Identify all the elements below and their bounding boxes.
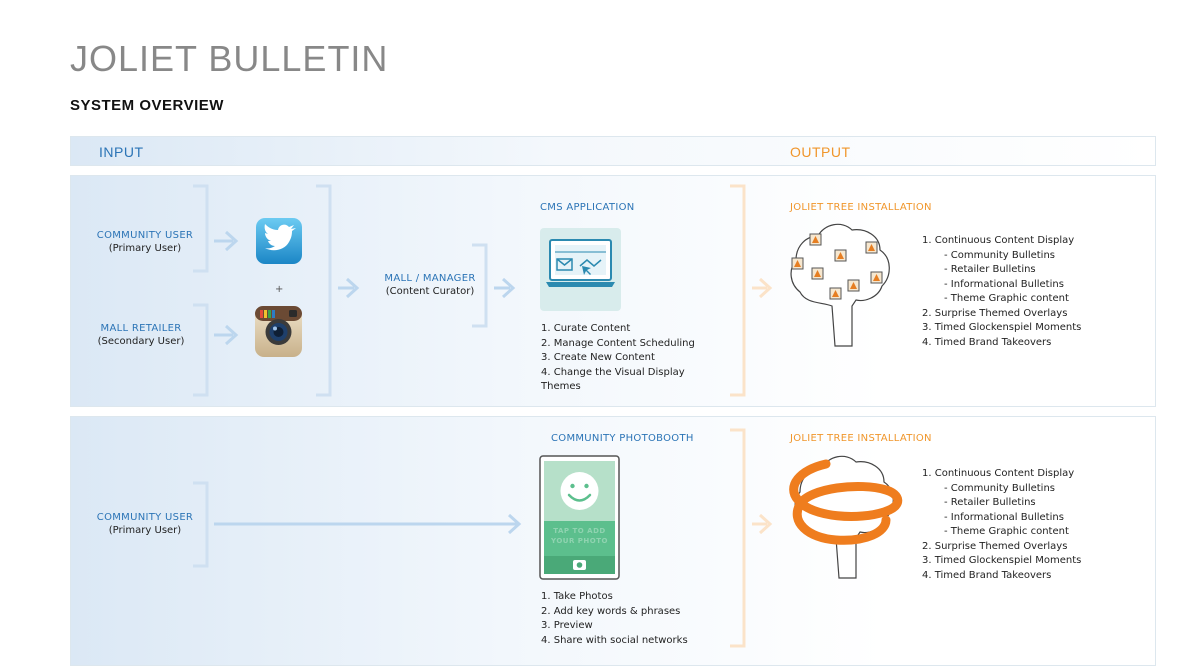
list-subitem: - Informational Bulletins bbox=[944, 511, 1064, 523]
arrow-long-right-icon bbox=[214, 513, 522, 535]
arrow-right-icon bbox=[752, 277, 773, 299]
joliet-tree-bulletins-icon bbox=[790, 223, 890, 347]
list-item: 4. Share with social networks bbox=[541, 634, 688, 646]
list-subitem: - Retailer Bulletins bbox=[944, 264, 1036, 275]
list-item: 3. Create New Content bbox=[541, 352, 655, 363]
bracket-mall-retailer bbox=[193, 303, 209, 397]
bracket-mall-manager bbox=[472, 243, 488, 328]
community-user-sub: (Primary User) bbox=[108, 243, 182, 254]
output-title-1: JOLIET TREE INSTALLATION bbox=[790, 202, 932, 213]
photobooth-device-icon bbox=[539, 455, 620, 580]
output-feature-list-1: 1. Continuous Content Display - Communit… bbox=[922, 234, 1081, 350]
plus-sign: + bbox=[275, 284, 284, 295]
list-subitem: - Theme Graphic content bbox=[944, 293, 1069, 304]
cms-application-icon bbox=[540, 228, 621, 311]
cms-title: CMS APPLICATION bbox=[540, 202, 635, 213]
cms-feature-list: 1. Curate Content 2. Manage Content Sche… bbox=[541, 322, 695, 395]
photobooth-screen-line-2: YOUR PHOTO bbox=[551, 537, 608, 545]
list-item: Themes bbox=[541, 381, 581, 392]
community-user-role-2: COMMUNITY USER bbox=[96, 512, 194, 523]
list-item: 1. Curate Content bbox=[541, 323, 631, 334]
list-item: 1. Continuous Content Display bbox=[922, 468, 1075, 479]
community-user-label: COMMUNITY USER (Primary User) bbox=[82, 229, 208, 255]
arrow-right-icon bbox=[214, 324, 239, 346]
mall-manager-label: MALL / MANAGER (Content Curator) bbox=[370, 272, 490, 298]
list-item: 4. Timed Brand Takeovers bbox=[922, 336, 1052, 348]
list-subitem: - Informational Bulletins bbox=[944, 278, 1064, 290]
list-subitem: - Retailer Bulletins bbox=[944, 497, 1036, 508]
photobooth-feature-list: 1. Take Photos 2. Add key words & phrase… bbox=[541, 590, 688, 648]
page-subtitle: SYSTEM OVERVIEW bbox=[70, 97, 224, 114]
bracket-photobooth-output bbox=[730, 428, 746, 648]
instagram-icon bbox=[255, 306, 302, 357]
input-header: INPUT bbox=[99, 144, 144, 160]
io-header-band bbox=[70, 136, 1156, 166]
arrow-right-icon bbox=[752, 513, 773, 535]
bracket-social-inputs bbox=[316, 184, 332, 397]
joliet-tree-ribbon-icon bbox=[789, 455, 903, 579]
mall-retailer-sub: (Secondary User) bbox=[97, 336, 185, 347]
list-item: 3. Preview bbox=[541, 620, 593, 631]
list-subitem: - Community Bulletins bbox=[944, 482, 1055, 494]
list-item: 3. Timed Glockenspiel Moments bbox=[922, 322, 1082, 333]
bracket-community-user bbox=[193, 184, 209, 273]
arrow-right-icon bbox=[494, 277, 516, 299]
mall-retailer-role: MALL RETAILER bbox=[100, 323, 182, 334]
list-item: 4. Timed Brand Takeovers bbox=[922, 569, 1052, 581]
list-subitem: - Theme Graphic content bbox=[944, 526, 1069, 537]
list-item: 2. Surprise Themed Overlays bbox=[922, 307, 1068, 319]
photobooth-screen-line-1: TAP TO ADD bbox=[553, 527, 606, 535]
community-user-role: COMMUNITY USER bbox=[96, 230, 194, 241]
mall-manager-role: MALL / MANAGER bbox=[384, 273, 476, 284]
arrow-right-icon bbox=[338, 277, 360, 299]
mall-retailer-label: MALL RETAILER (Secondary User) bbox=[82, 322, 200, 348]
bracket-community-user-2 bbox=[193, 481, 209, 568]
community-user-label-2: COMMUNITY USER (Primary User) bbox=[82, 511, 208, 537]
output-feature-list-2: 1. Continuous Content Display - Communit… bbox=[922, 467, 1081, 583]
list-item: 4. Change the Visual Display bbox=[541, 366, 685, 378]
arrow-right-icon bbox=[214, 230, 239, 252]
bracket-cms-output bbox=[730, 184, 746, 397]
photobooth-title: COMMUNITY PHOTOBOOTH bbox=[551, 433, 694, 444]
twitter-icon bbox=[256, 218, 302, 264]
list-item: 1. Take Photos bbox=[541, 591, 613, 602]
output-title-2: JOLIET TREE INSTALLATION bbox=[790, 433, 932, 444]
list-item: 2. Add key words & phrases bbox=[541, 605, 681, 617]
mall-manager-sub: (Content Curator) bbox=[385, 286, 475, 297]
photobooth-screen-text: TAP TO ADD YOUR PHOTO bbox=[544, 526, 615, 546]
output-header: OUTPUT bbox=[790, 144, 851, 160]
list-item: 2. Surprise Themed Overlays bbox=[922, 540, 1068, 552]
community-user-sub-2: (Primary User) bbox=[108, 525, 182, 536]
page-title: JOLIET BULLETIN bbox=[70, 38, 389, 79]
list-item: 1. Continuous Content Display bbox=[922, 235, 1075, 246]
list-subitem: - Community Bulletins bbox=[944, 249, 1055, 261]
list-item: 2. Manage Content Scheduling bbox=[541, 337, 695, 349]
list-item: 3. Timed Glockenspiel Moments bbox=[922, 555, 1082, 566]
